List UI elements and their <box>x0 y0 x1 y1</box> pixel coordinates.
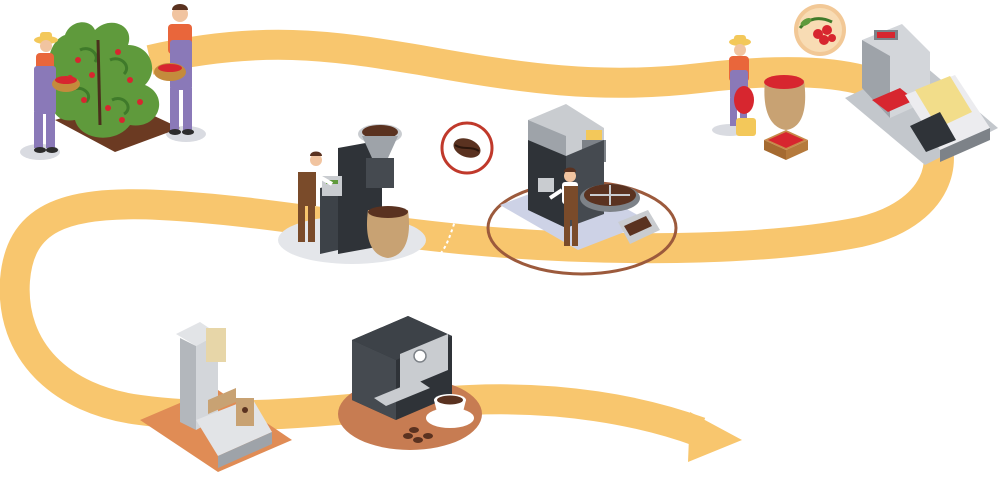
grinder-icon <box>320 124 402 254</box>
packaging-machine-icon <box>176 322 272 468</box>
cherry-crates <box>764 130 808 160</box>
stage-sorting-cherries <box>712 4 846 160</box>
harvest-worker-right <box>154 4 194 135</box>
sorting-worker <box>729 35 756 136</box>
stage-packaging <box>140 322 292 472</box>
pulping-machine-icon <box>862 24 990 162</box>
stage-brewing <box>338 316 482 450</box>
grinding-worker <box>298 151 333 242</box>
coffee-beans-icon <box>403 427 433 443</box>
stage-pulping <box>845 24 998 165</box>
stage-roasting <box>440 104 678 276</box>
stage-harvesting <box>20 4 206 160</box>
path-arrowhead <box>688 412 742 462</box>
coffee-cherry-icon <box>794 4 846 56</box>
pressure-gauge-icon <box>413 349 427 363</box>
flow-arrowhead <box>432 252 442 262</box>
roaster-icon <box>528 104 660 244</box>
coffee-cup-icon <box>426 394 474 428</box>
roast-worker <box>548 167 578 246</box>
roast-bean-badge <box>440 121 494 175</box>
coffee-plant-icon <box>48 22 160 138</box>
harvest-worker-left <box>34 32 80 153</box>
stage-grinding <box>278 124 457 264</box>
espresso-machine-icon <box>352 316 452 420</box>
cherry-sack <box>764 75 806 130</box>
ground-coffee-sack <box>366 206 410 258</box>
